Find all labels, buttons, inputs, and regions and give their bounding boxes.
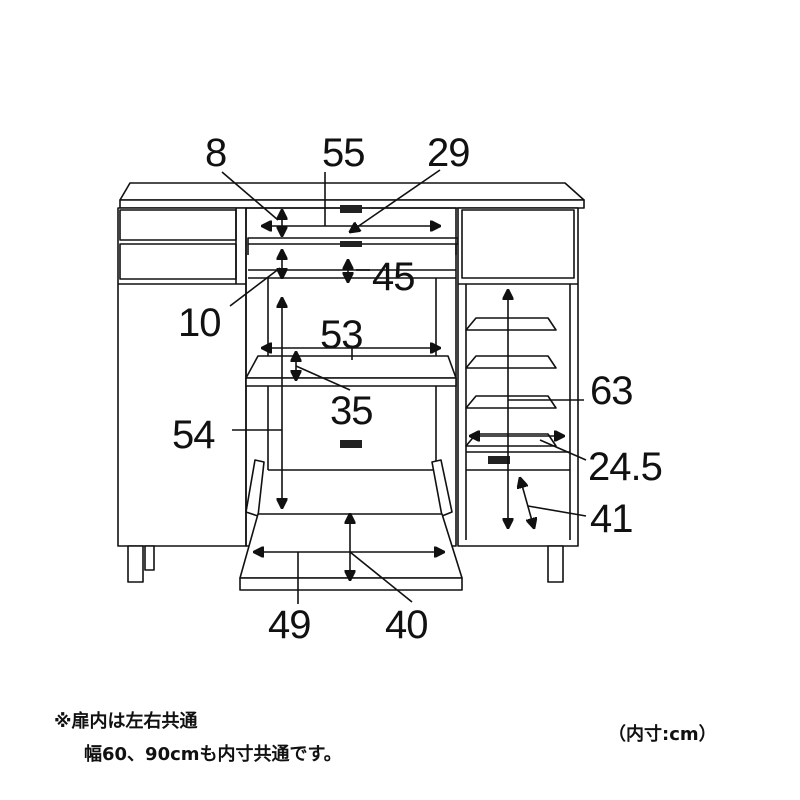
left-leg-back: [144, 545, 155, 571]
slide-out-side-left: [245, 459, 265, 517]
note-line-2: 幅60、90cmも内寸共通です。: [84, 744, 342, 765]
label-top-shelf-height: 8: [205, 131, 226, 175]
right-leg-front: [547, 545, 564, 583]
label-shelf-width: 53: [320, 313, 363, 357]
label-open-height: 54: [172, 413, 215, 457]
top-board: [119, 182, 585, 201]
slide-out-board: [239, 513, 463, 579]
dimension-labels: 8 55 29 10 45 53 35 54 49 40 63 24.5 41: [172, 131, 663, 647]
note-line-1: ※扉内は左右共通: [54, 711, 198, 732]
handle-center: [340, 440, 362, 448]
right-cabinet: [457, 207, 579, 547]
dimension-arrows: [221, 169, 587, 604]
label-top-width: 55: [322, 131, 365, 175]
handle-right: [488, 456, 510, 464]
label-gap-height: 10: [178, 301, 221, 345]
label-side-depth: 41: [590, 497, 633, 541]
label-upper-height: 45: [372, 255, 415, 299]
label-side-height: 63: [590, 369, 633, 413]
unit-note: （内寸:cm）: [608, 724, 717, 745]
left-cabinet: [117, 207, 247, 547]
label-slide-width: 49: [268, 603, 311, 647]
handle-shelf: [340, 241, 362, 247]
center-middle-shelf: [245, 355, 457, 379]
label-shelf-depth: 35: [330, 389, 373, 433]
label-side-width: 24.5: [588, 445, 662, 489]
handles: [340, 205, 510, 464]
handle-top: [340, 205, 362, 213]
right-drawer: [461, 209, 575, 279]
label-top-depth: 29: [427, 131, 470, 175]
label-slide-depth: 40: [385, 603, 428, 647]
slide-out-side-right: [431, 459, 453, 517]
left-leg-front: [127, 545, 144, 583]
